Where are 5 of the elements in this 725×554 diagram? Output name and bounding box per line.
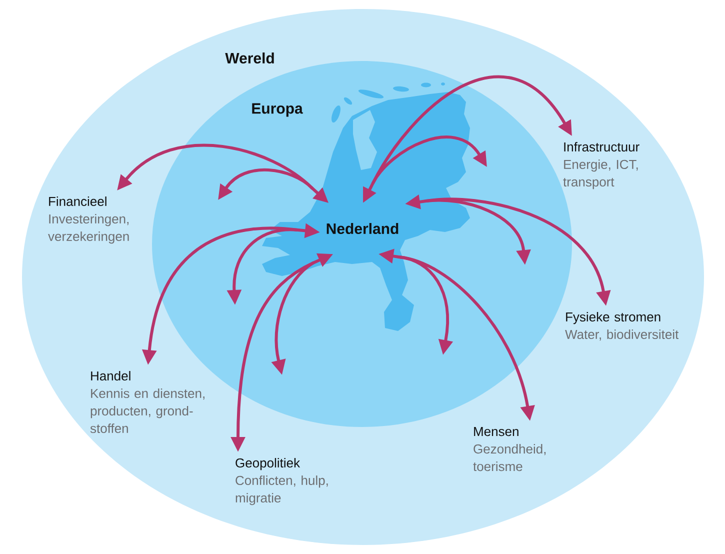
text-label: Geopolitiek Conflicten, hulp, migratie [236,458,328,506]
curved-arrow [372,136,487,184]
text-label: Mensen Gezondheid, toerisme [473,427,546,472]
curved-arrow [372,75,572,184]
text-label: Financieel Investeringen, verzekeringen [48,196,129,244]
